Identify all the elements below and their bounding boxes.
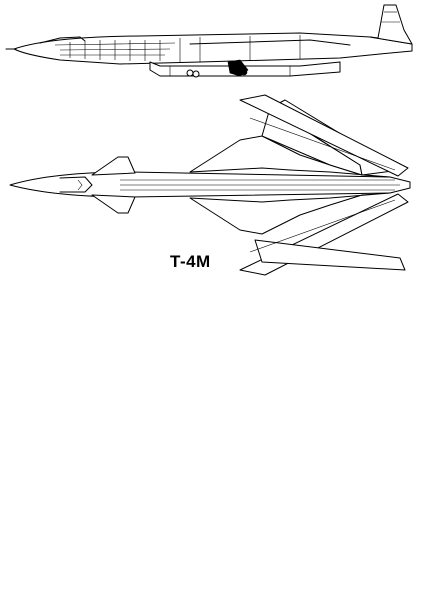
aircraft-designation-label: T-4M — [170, 252, 211, 271]
top-view-swept-wing — [9, 94, 411, 276]
side-view-top — [5, 4, 413, 78]
